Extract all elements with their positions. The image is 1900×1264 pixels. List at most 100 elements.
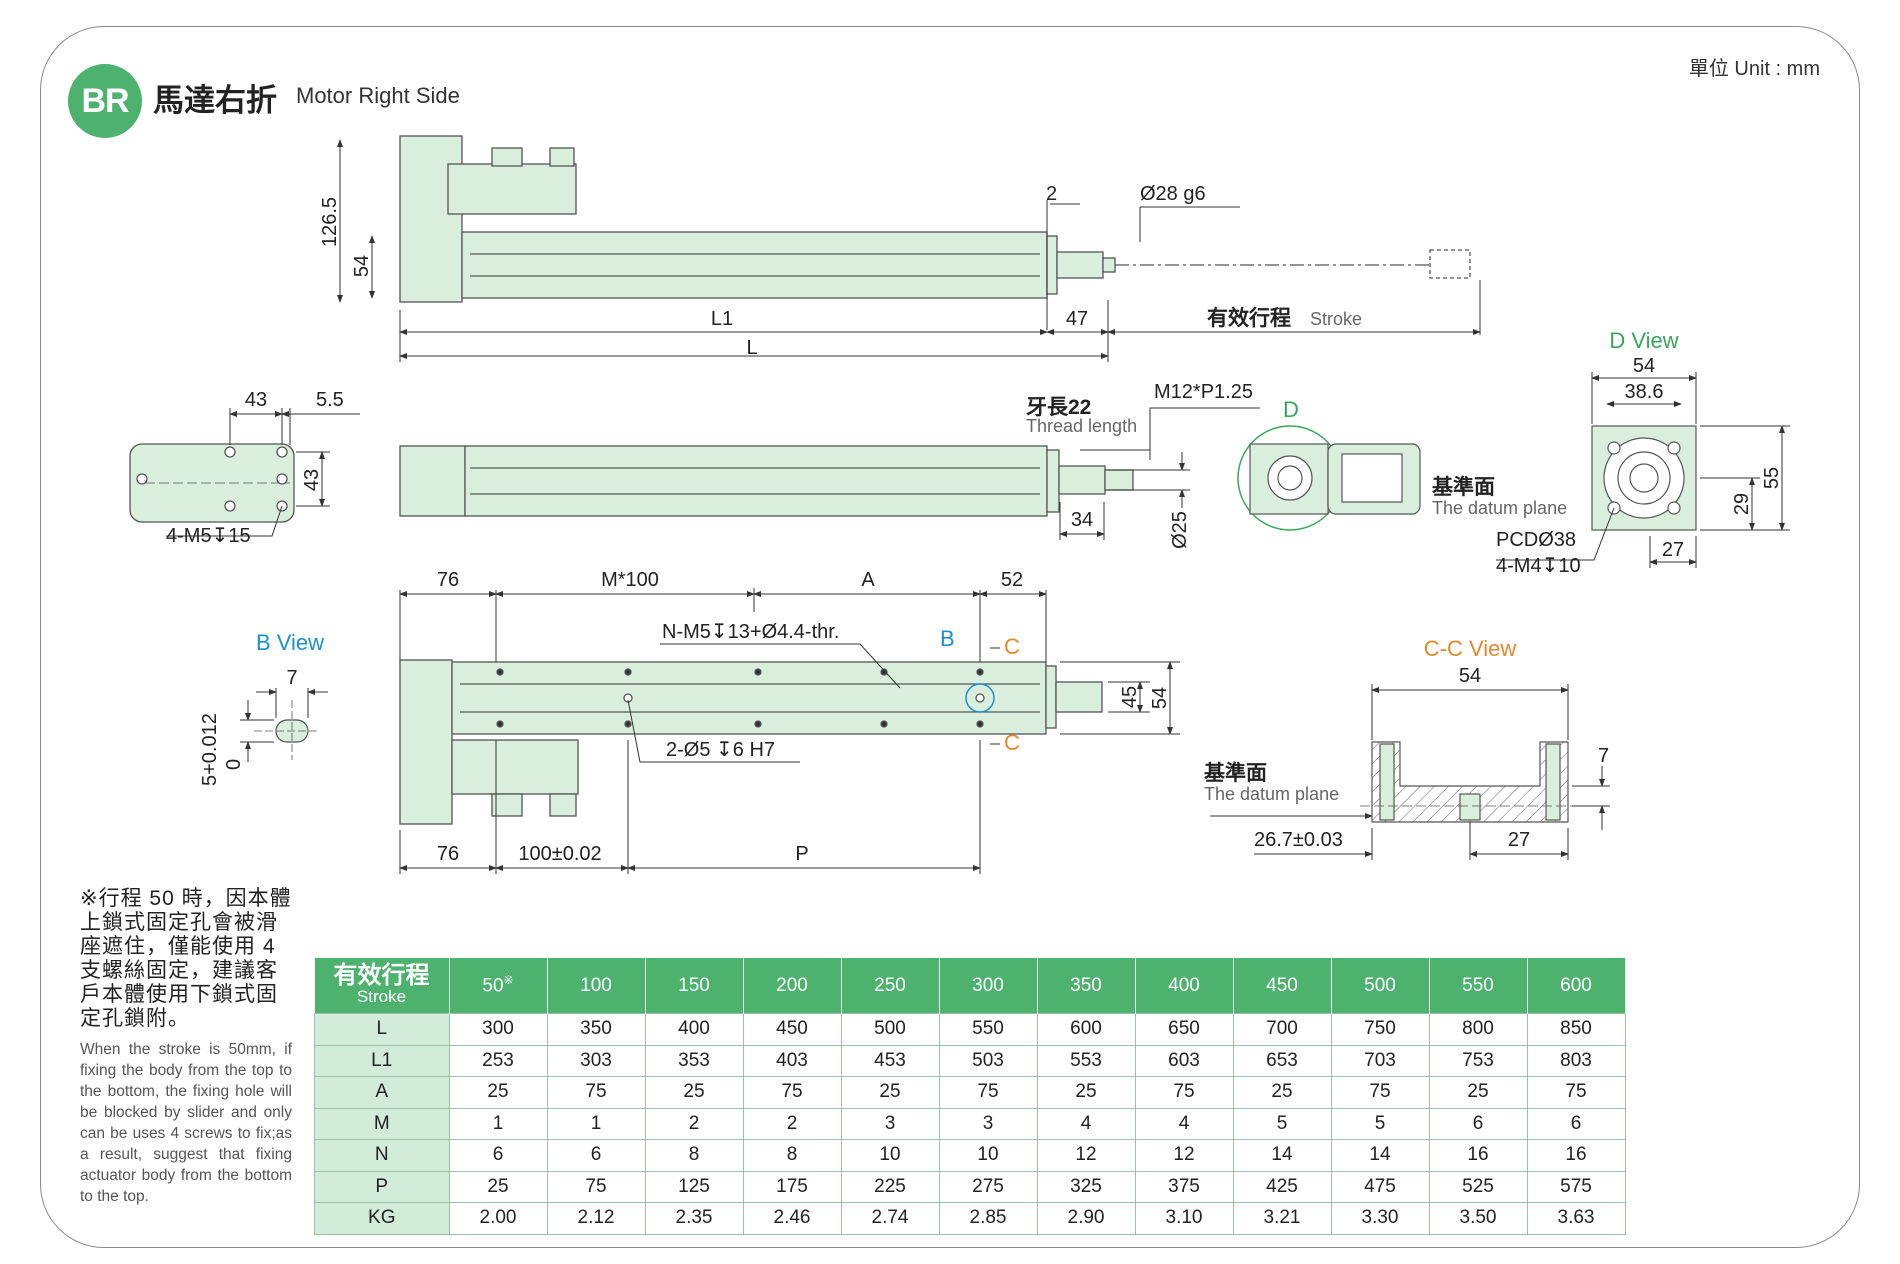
side-screw-spec: 4-M5↧15 (166, 525, 251, 547)
dim-45: 45 (1119, 686, 1141, 708)
table-cell: 1 (448, 1107, 548, 1140)
stroke-header: 有效行程 Stroke (314, 958, 450, 1014)
table-cell: 2.90 (1036, 1202, 1136, 1235)
table-cell: 850 (1526, 1013, 1626, 1046)
rod-end-stroke (1429, 249, 1471, 279)
dim-m100: M*100 (601, 569, 659, 591)
table-cell: 10 (840, 1139, 940, 1172)
motor-housing-top (399, 135, 463, 303)
stroke-label-en: Stroke (1310, 309, 1362, 329)
b-dim-7: 7 (286, 667, 297, 689)
cc-view (1360, 741, 1590, 823)
note-zh: ※行程 50 時，因本體上鎖式固定孔會被滑座遮住，僅能使用 4 支螺絲固定，建議… (80, 887, 292, 1030)
table-cell: 3.50 (1428, 1202, 1528, 1235)
unit-label: 單位 Unit : mm (1688, 58, 1820, 80)
table-cell: 25 (644, 1076, 744, 1109)
table-cell: 75 (1134, 1076, 1234, 1109)
rod-thread-side (1104, 469, 1134, 491)
table-cell: 2.85 (938, 1202, 1038, 1235)
table-cell: 450 (742, 1013, 842, 1046)
table-cell: 75 (1330, 1076, 1430, 1109)
stroke-col: 300 (939, 958, 1038, 1014)
table-cell: 6 (1428, 1107, 1528, 1140)
table-cell: 4 (1134, 1107, 1234, 1140)
table-cell: 8 (644, 1139, 744, 1172)
table-cell: 700 (1232, 1013, 1332, 1046)
note-en: When the stroke is 50mm, if fixing the b… (80, 1041, 292, 1205)
b-view-dims (240, 688, 328, 762)
table-cell: 8 (742, 1139, 842, 1172)
end-block-bottom (1045, 665, 1057, 729)
dim-5-5: 5.5 (316, 389, 344, 411)
dim-54-top: 54 (351, 255, 373, 277)
cc-dim-54: 54 (1459, 665, 1481, 687)
b-tolerance: 5+0.012 (199, 713, 221, 786)
table-cell: 350 (546, 1013, 646, 1046)
motor-top (447, 163, 577, 215)
table-cell: 25 (1428, 1076, 1528, 1109)
pins-spec: 2-Ø5 ↧6 H7 (666, 739, 775, 761)
table-cell: 5 (1330, 1107, 1430, 1140)
dim-25: Ø25 (1169, 511, 1191, 549)
series-badge: BR (68, 64, 142, 138)
c-marker-top: C (1004, 634, 1020, 659)
d-view-dims (1496, 372, 1790, 568)
table-cell: 14 (1330, 1139, 1430, 1172)
side-view (129, 443, 1134, 523)
cc-dim-7: 7 (1598, 745, 1609, 767)
table-cell: 575 (1526, 1170, 1626, 1203)
table-cell: 225 (840, 1170, 940, 1203)
table-cell: 3.63 (1526, 1202, 1626, 1235)
stroke-col: 550 (1429, 958, 1528, 1014)
stroke-col: 200 (743, 958, 842, 1014)
table-cell: 653 (1232, 1044, 1332, 1077)
thread-length-zh: 牙長22 (1026, 396, 1091, 419)
cc-dim-27: 27 (1508, 829, 1530, 851)
table-cell: 1 (546, 1107, 646, 1140)
d-dim-54: 54 (1633, 355, 1655, 377)
table-cell: 6 (546, 1139, 646, 1172)
dim-43-h: 43 (245, 389, 267, 411)
row-label: M (314, 1107, 450, 1140)
table-cell: 453 (840, 1044, 940, 1077)
b-view-title: B View (256, 630, 324, 655)
table-cell: 475 (1330, 1170, 1430, 1203)
dim-rod-diameter: Ø28 g6 (1140, 183, 1206, 205)
table-cell: 6 (448, 1139, 548, 1172)
table-cell: 25 (1036, 1076, 1136, 1109)
d-pcd: PCDØ38 (1496, 529, 1576, 551)
row-label: P (314, 1170, 450, 1203)
b-marker: B (940, 626, 955, 651)
cc-view-dims (1210, 684, 1610, 860)
actuator-body-bottom (451, 661, 1047, 735)
spec-table: 有效行程 Stroke 50※ 100 150 200 250 300 350 … (314, 958, 1626, 1235)
table-cell: 2.74 (840, 1202, 940, 1235)
dim-52: 52 (1001, 569, 1023, 591)
stroke-label-zh: 有效行程 (1207, 306, 1291, 330)
d-view-small (1237, 425, 1421, 531)
table-cell: 5 (1232, 1107, 1332, 1140)
d-view-label: D (1283, 397, 1299, 422)
row-label: L1 (314, 1044, 450, 1077)
table-cell: 500 (840, 1013, 940, 1046)
d-view-large (1591, 425, 1697, 531)
dim-A: A (861, 569, 875, 591)
row-label: L (314, 1013, 450, 1046)
stroke-col: 150 (645, 958, 744, 1014)
rod-nut-bottom (1055, 681, 1103, 713)
dim-P: P (795, 843, 808, 865)
table-cell: 703 (1330, 1044, 1430, 1077)
stroke-col: 400 (1135, 958, 1234, 1014)
table-cell: 2.35 (644, 1202, 744, 1235)
d-dim-29: 29 (1731, 493, 1753, 515)
table-cell: 3 (840, 1107, 940, 1140)
stroke-col: 350 (1037, 958, 1136, 1014)
page-title-en: Motor Right Side (296, 83, 460, 108)
table-cell: 12 (1134, 1139, 1234, 1172)
table-cell: 75 (1526, 1076, 1626, 1109)
